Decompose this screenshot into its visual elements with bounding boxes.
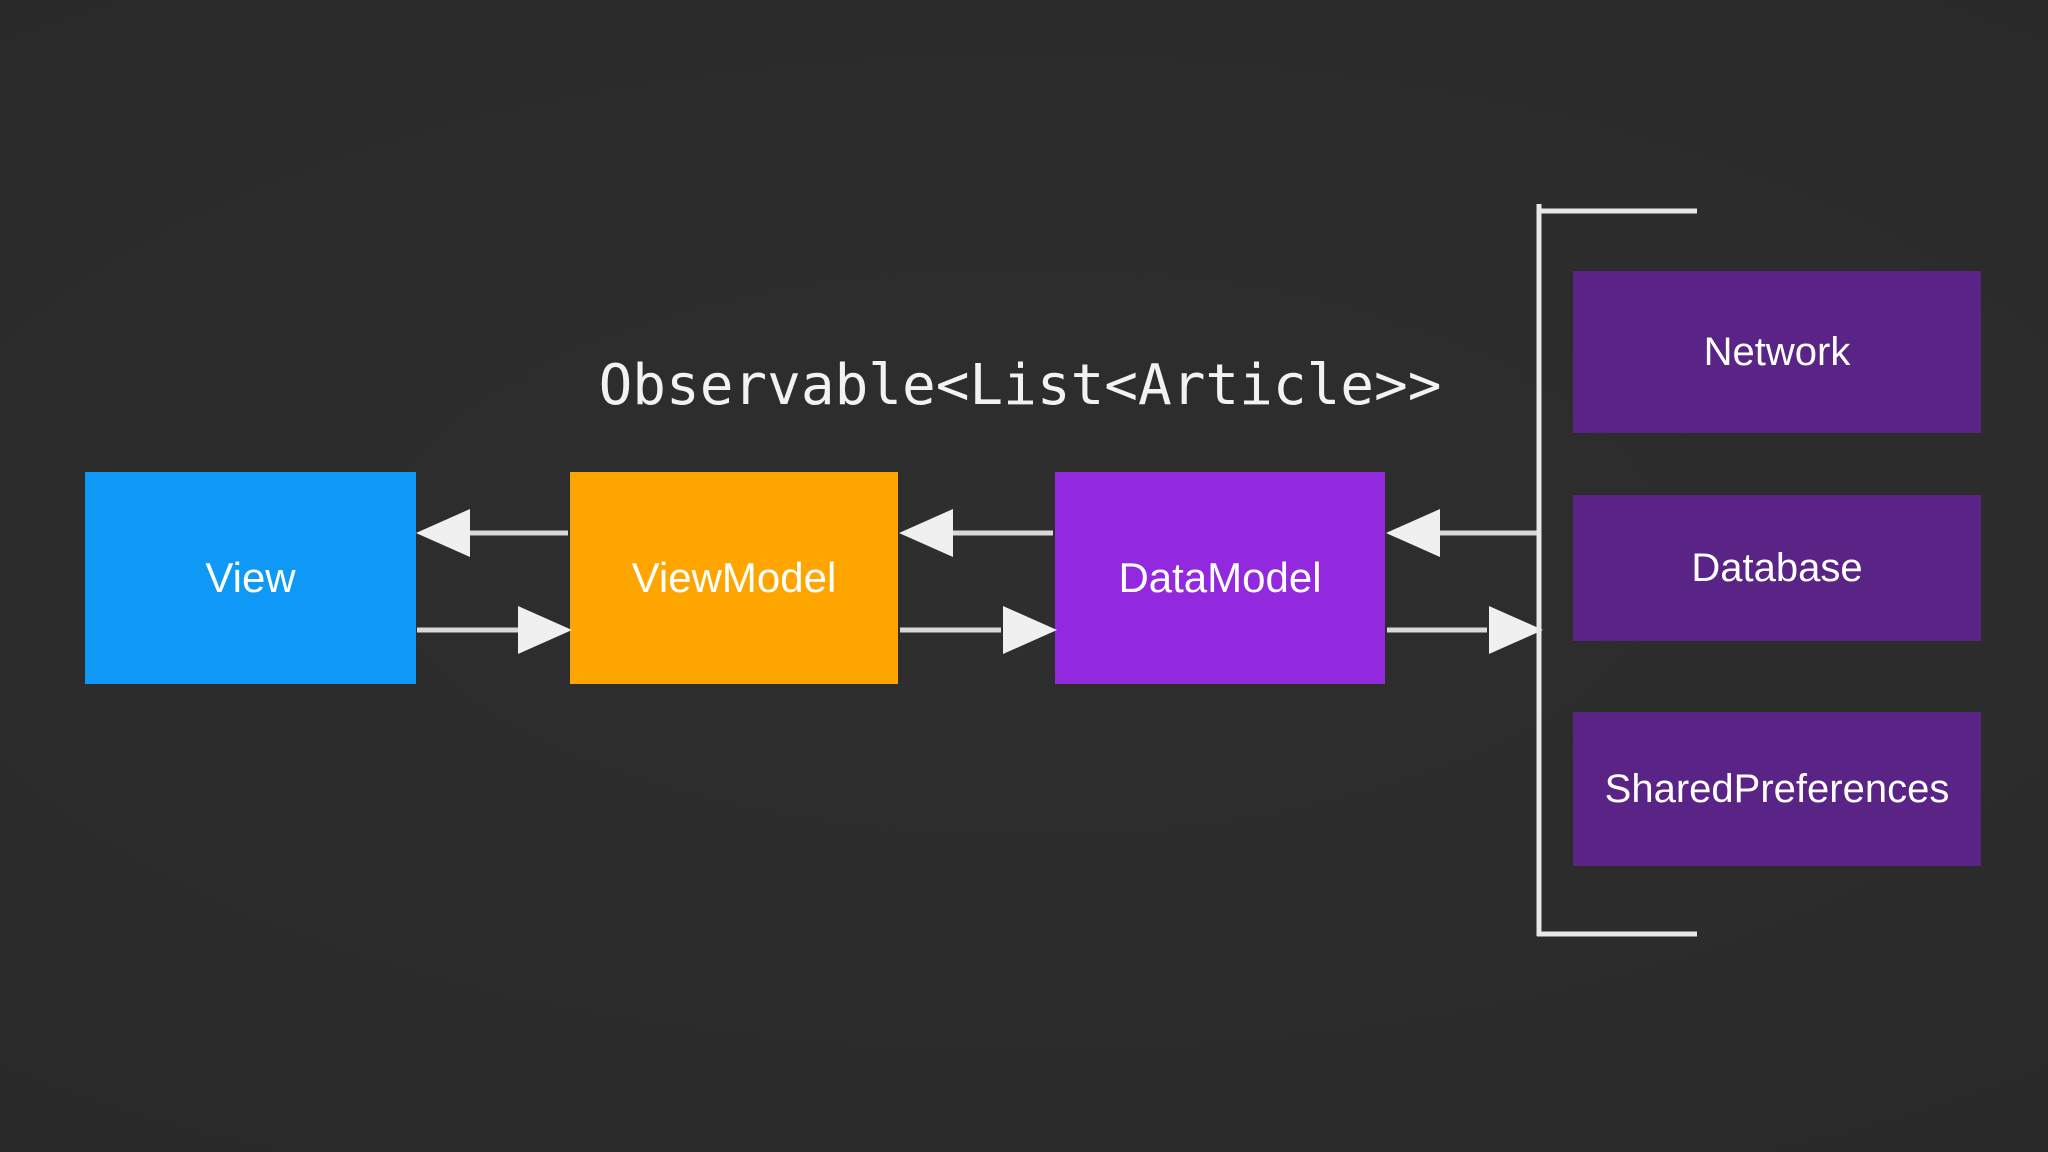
node-view[interactable]: View bbox=[85, 472, 416, 684]
node-database-label: Database bbox=[1691, 546, 1863, 590]
node-database[interactable]: Database bbox=[1573, 495, 1981, 641]
node-sharedpreferences-label: SharedPreferences bbox=[1604, 767, 1950, 811]
node-viewmodel[interactable]: ViewModel bbox=[570, 472, 898, 684]
node-network[interactable]: Network bbox=[1573, 271, 1981, 433]
node-sharedpreferences[interactable]: SharedPreferences bbox=[1573, 712, 1981, 866]
arrow-sources-to-datamodel bbox=[1386, 509, 1539, 557]
arrow-viewmodel-to-datamodel bbox=[900, 606, 1057, 654]
observable-type-label: Observable<List<Article>> bbox=[598, 353, 1442, 418]
node-datamodel[interactable]: DataModel bbox=[1055, 472, 1385, 684]
node-viewmodel-label: ViewModel bbox=[631, 553, 837, 601]
arrow-view-to-viewmodel bbox=[417, 606, 572, 654]
arrow-datamodel-to-sources bbox=[1387, 606, 1543, 654]
arrow-datamodel-to-viewmodel bbox=[899, 509, 1053, 557]
arrow-viewmodel-to-view bbox=[416, 509, 568, 557]
node-datamodel-label: DataModel bbox=[1118, 553, 1322, 601]
node-view-label: View bbox=[205, 553, 296, 601]
node-network-label: Network bbox=[1703, 330, 1851, 374]
